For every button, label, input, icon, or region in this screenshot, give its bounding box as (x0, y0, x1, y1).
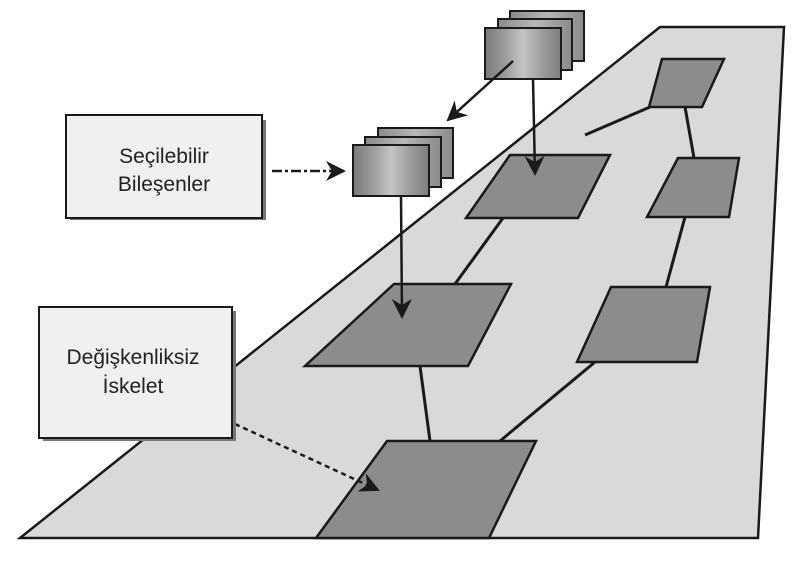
nodes (301, 57, 741, 540)
arrow-stack-middle-to-node-center (391, 195, 412, 319)
node-right-middle[interactable] (644, 156, 741, 219)
label-invariant-skeleton: Değişkenliksiz İskelet (38, 306, 236, 441)
node-upper-middle[interactable] (463, 153, 613, 220)
arrow-stack-top-to-stack-middle (446, 60, 514, 122)
label-box (38, 306, 233, 439)
component-stack-top[interactable] (484, 10, 585, 80)
label-line-1: Değişkenliksiz (66, 346, 199, 369)
arrows (234, 60, 545, 492)
arrow-stack-top-to-node-upper-middle (524, 78, 545, 176)
connection-line (418, 365, 432, 442)
connections (418, 105, 696, 443)
component-card (484, 27, 562, 80)
label-line-2: Bileşenler (118, 173, 210, 196)
connection-line (499, 360, 596, 443)
label-box (65, 114, 263, 219)
connection-line (664, 216, 687, 288)
node-right-lower[interactable] (575, 285, 712, 364)
connection-line (584, 105, 651, 137)
node-center[interactable] (301, 282, 514, 368)
node-far-right[interactable] (647, 57, 726, 109)
connection-line (683, 106, 696, 159)
component-stack-middle[interactable] (352, 127, 454, 197)
label-selectable-components: Seçilebilir Bileşenler (65, 114, 266, 220)
component-card (352, 144, 430, 197)
label-line-2: İskelet (103, 375, 164, 398)
label-line-1: Seçilebilir (119, 145, 209, 168)
node-bottom[interactable] (313, 439, 538, 540)
connection-line (453, 217, 505, 285)
